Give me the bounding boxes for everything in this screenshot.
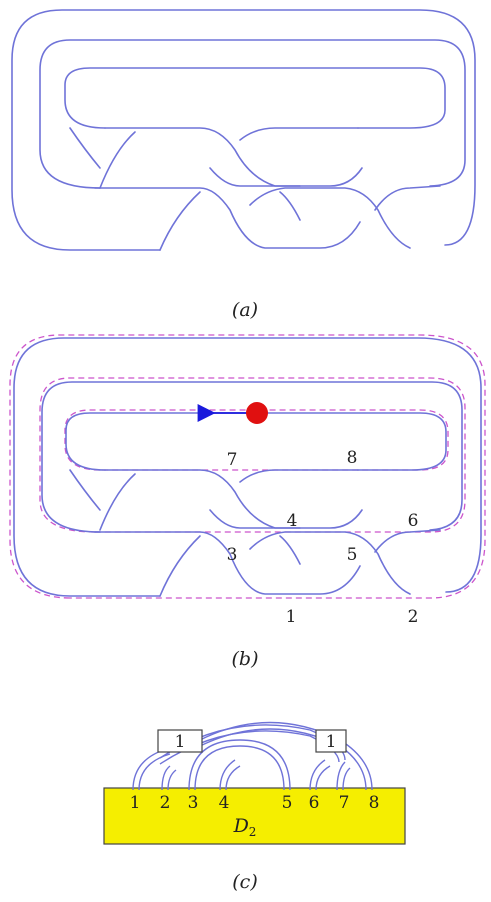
basepoint-marker [246,402,268,424]
region-label-8: 8 [347,448,358,468]
dashed-middle [39,377,466,533]
panel-c: 1 1 1 2 3 4 5 6 7 8 D2 (c) [103,721,406,893]
point-label-4: 4 [219,793,230,813]
region-label-6: 6 [408,511,419,531]
region-label-5: 5 [347,545,358,565]
dashed-inner [64,409,449,471]
inner-loop [64,67,446,129]
braid-lower-b [94,529,441,595]
middle-loop-b [41,381,463,533]
outer-loop [11,9,476,251]
point-label-3: 3 [188,793,199,813]
panel-b: 7 8 4 6 3 5 1 2 (b) [9,334,486,670]
braid-upper-b [104,469,363,529]
braid-upper [104,127,363,187]
region-label-1: 1 [286,607,297,627]
disk-label-subscript: 2 [249,825,257,839]
disk-d2 [103,787,406,845]
band-box-left [157,729,203,753]
panel-a: (a) [11,9,476,321]
braid-upper-2 [69,127,359,189]
band-box-left-label: 1 [175,732,186,752]
caption-b: (b) [232,648,259,670]
point-label-5: 5 [282,793,293,813]
outer-loop-b [13,337,482,597]
inner-loop-b [65,412,447,471]
region-label-4: 4 [287,511,298,531]
band-box-right [315,729,347,753]
region-label-7: 7 [227,450,238,470]
braid-lower [94,185,441,249]
braid-upper-b2 [69,469,359,531]
braid-lower-2 [159,187,411,251]
braid-lower-b2 [159,531,411,597]
caption-c: (c) [232,871,257,893]
region-label-2: 2 [408,607,419,627]
disk-label: D2 [233,815,257,839]
middle-loop [39,39,466,189]
region-label-3: 3 [227,545,238,565]
point-label-1: 1 [130,793,141,813]
point-label-8: 8 [369,793,380,813]
dashed-outer [9,334,486,599]
caption-a: (a) [232,299,258,321]
point-label-6: 6 [309,793,320,813]
point-label-2: 2 [160,793,171,813]
band-box-right-label: 1 [326,732,337,752]
point-label-7: 7 [339,793,350,813]
